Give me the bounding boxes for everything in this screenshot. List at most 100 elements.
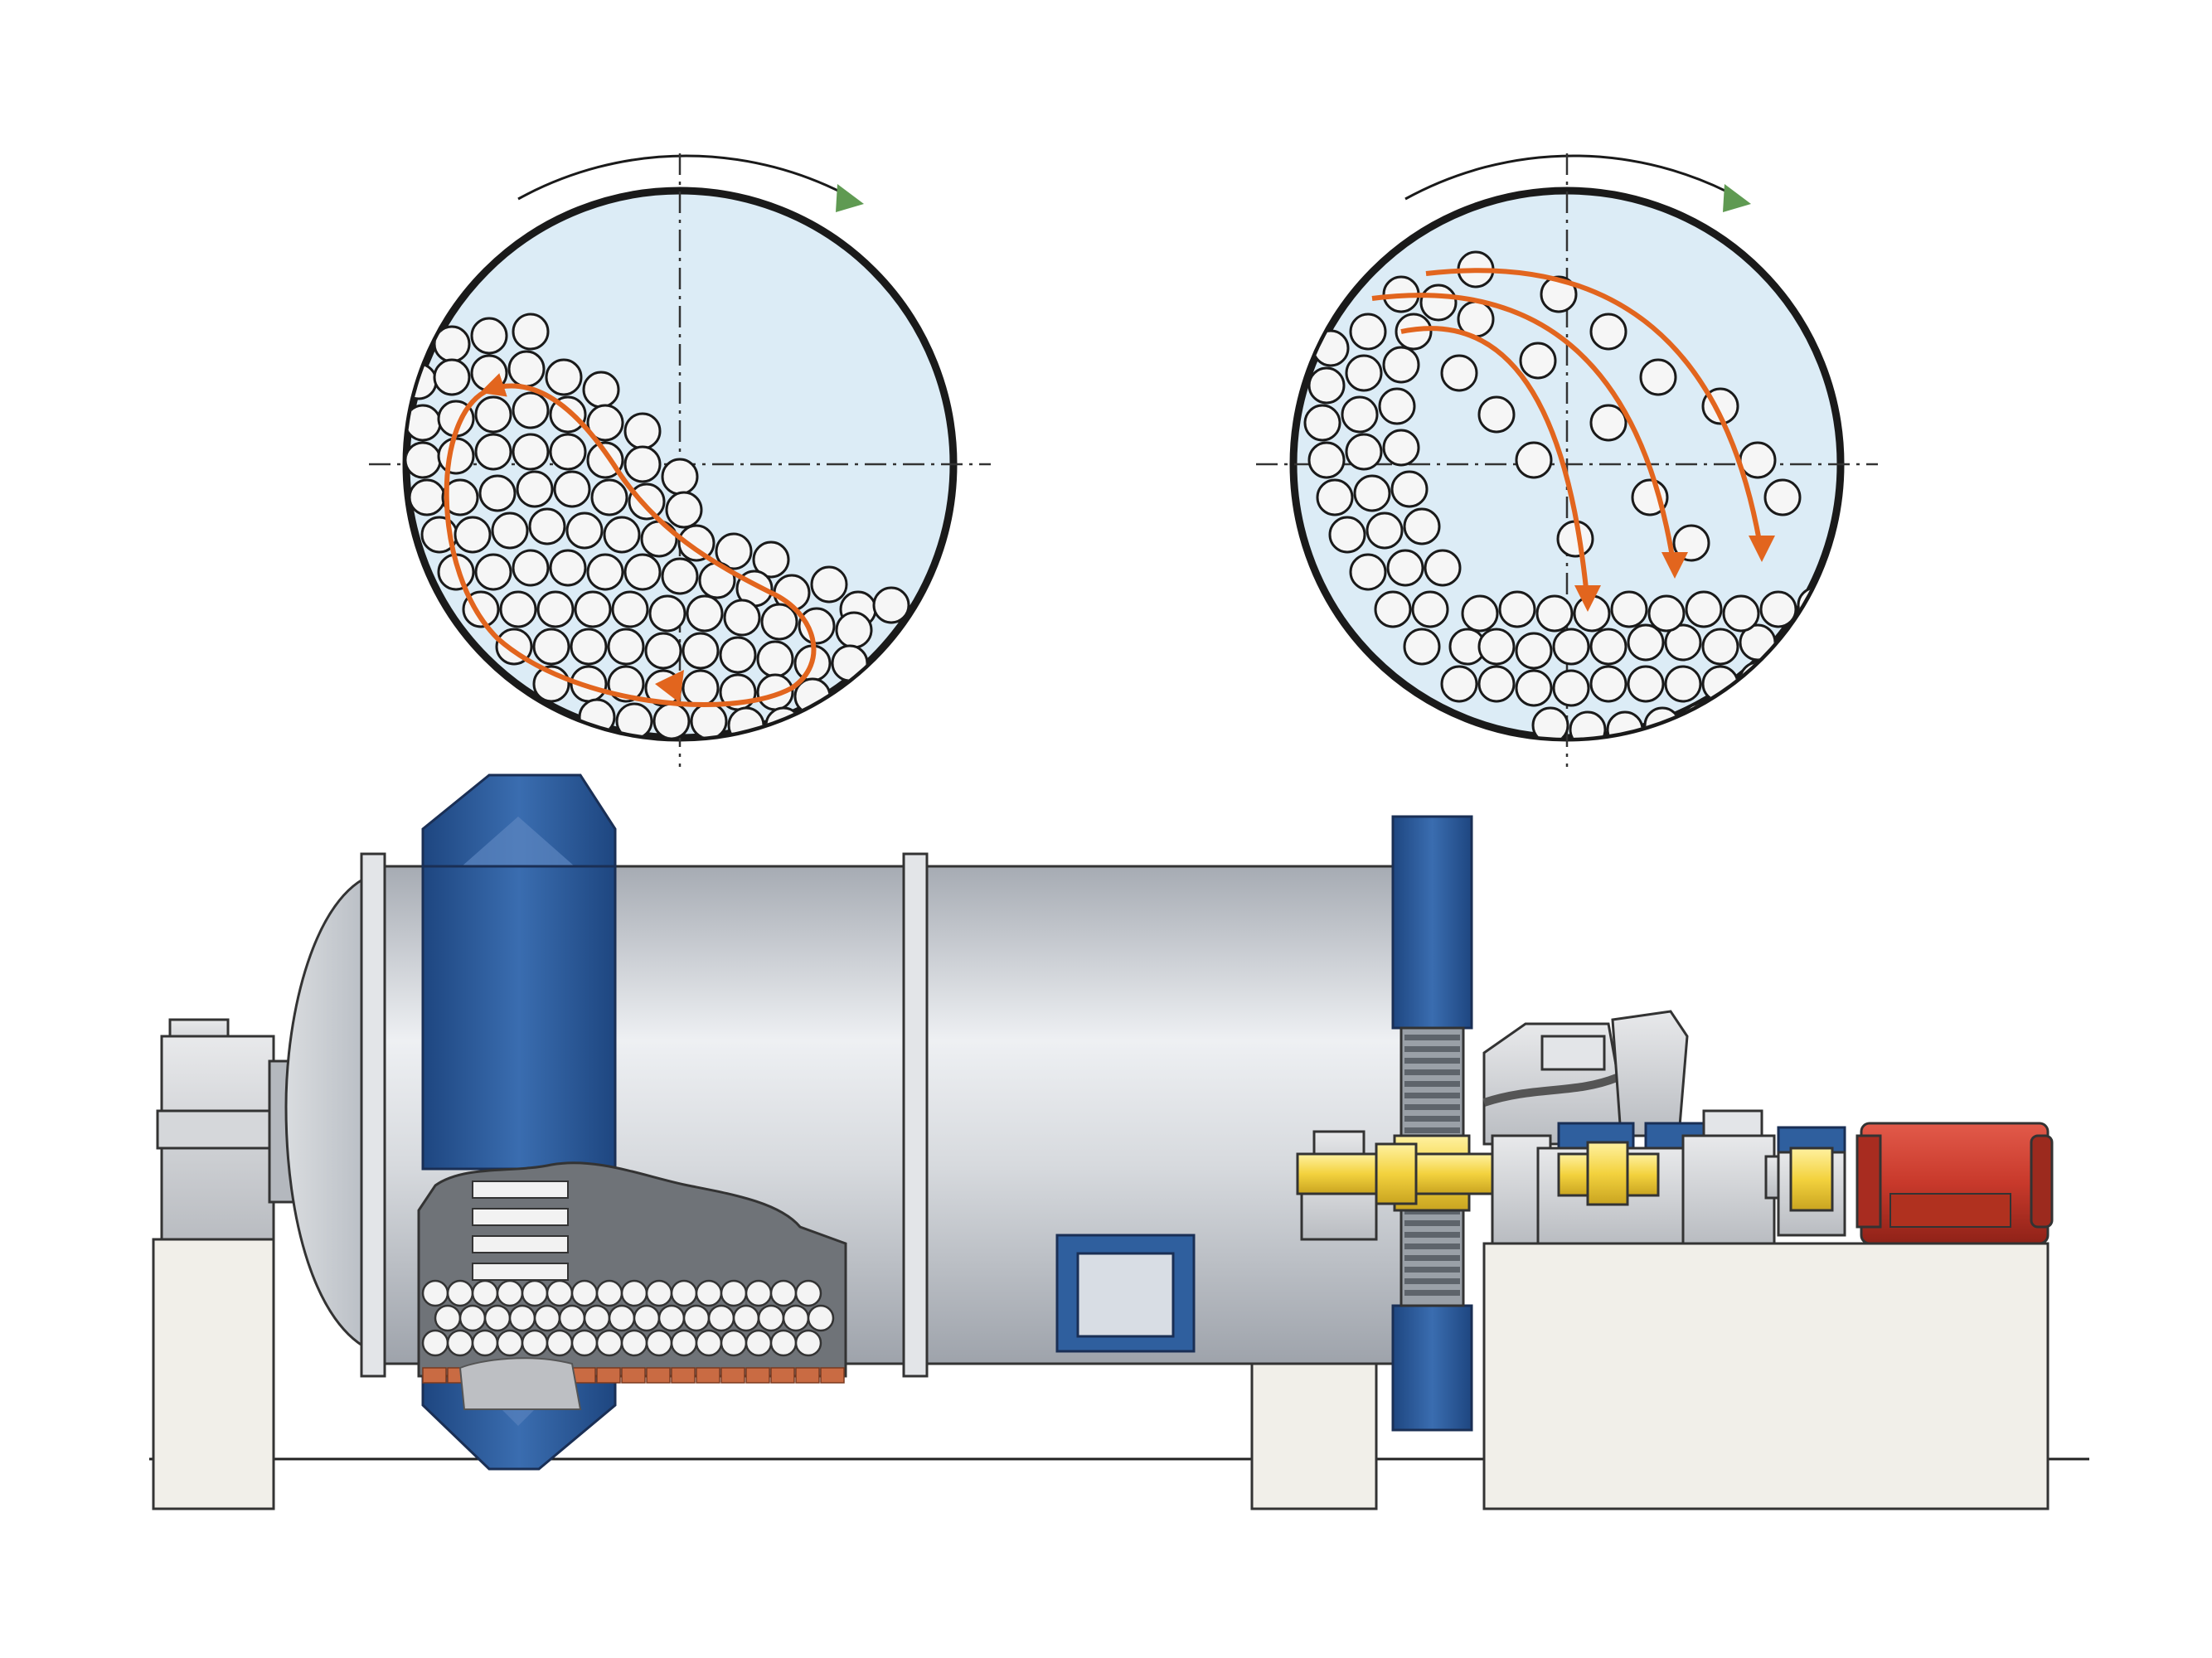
cutaway-ball [458, 1304, 487, 1332]
grinding-ball [1386, 549, 1424, 587]
grinding-ball [1515, 669, 1553, 707]
coupling-yellow [1375, 1142, 1418, 1205]
cutaway-ball [732, 1304, 760, 1332]
grinding-ball [549, 549, 587, 587]
grinding-ball [686, 594, 724, 633]
grinding-ball [1382, 429, 1420, 467]
gearbox-top [1611, 1010, 1689, 1137]
discharge-material [458, 1357, 582, 1410]
grinding-ball [1349, 553, 1387, 591]
grinding-ball [512, 433, 550, 471]
cutaway-ball [446, 1279, 474, 1307]
gear-tooth [1404, 1104, 1460, 1110]
grinding-ball [623, 445, 662, 483]
grinding-ball [682, 632, 720, 670]
left-bearing [156, 1018, 296, 1241]
grinding-ball [1345, 433, 1383, 471]
cutaway-ball [570, 1329, 599, 1357]
cutaway-ball [794, 1329, 822, 1357]
grinding-ball [586, 404, 624, 442]
ball-mill-machine [149, 773, 2089, 1510]
gear-tooth [1404, 1232, 1460, 1238]
grinding-ball [623, 553, 662, 591]
gearbox [1681, 1109, 1826, 1245]
grinding-ball [1341, 395, 1379, 434]
cutaway-ball [782, 1304, 810, 1332]
motor-coupling [1777, 1126, 1846, 1237]
grinding-ball [1552, 628, 1590, 666]
grinding-ball [516, 470, 554, 508]
grinding-ball [1403, 628, 1441, 666]
cutaway-ball [483, 1304, 512, 1332]
grinding-ball [1515, 632, 1553, 670]
rotation-arrow [517, 154, 855, 201]
grinding-ball [1531, 706, 1569, 738]
cataract-trajectory [1425, 268, 1764, 556]
grinding-ball [553, 470, 591, 508]
gear-tooth [1404, 1069, 1460, 1075]
liner-brick [646, 1367, 671, 1384]
grinding-ball [499, 590, 537, 628]
grinding-ball [1639, 358, 1677, 396]
grinding-ball [719, 636, 757, 674]
grinding-ball [1424, 549, 1462, 587]
grinding-ball [1382, 346, 1420, 384]
grinding-ball [454, 516, 492, 554]
cutaway-ball [608, 1304, 636, 1332]
grinding-ball [1722, 594, 1760, 633]
cutaway-ball [657, 1304, 686, 1332]
liner-brick [422, 1367, 447, 1384]
grinding-ball [644, 632, 682, 670]
feed-hopper [421, 773, 617, 1471]
grinding-ball [1498, 590, 1536, 628]
grinding-ball [1419, 284, 1458, 322]
grinding-ball [437, 437, 475, 475]
grinding-ball [512, 391, 550, 429]
gear-tooth [1404, 1127, 1460, 1133]
main-motor [1855, 1122, 2054, 1245]
grinding-ball [1685, 590, 1723, 628]
grinding-ball [1378, 387, 1416, 425]
gear-tooth [1404, 1278, 1460, 1284]
trajectory-arrowhead-icon [1749, 536, 1775, 562]
cascade-trajectory [444, 373, 817, 707]
grinding-ball [677, 524, 716, 562]
gear-tooth [1404, 1046, 1460, 1052]
grinding-ball [1589, 665, 1627, 703]
grinding-ball [661, 458, 699, 496]
cutaway-ball [533, 1304, 561, 1332]
grinding-ball [1477, 665, 1516, 703]
liner-brick [596, 1367, 621, 1384]
grinding-ball [1345, 354, 1383, 392]
grinding-ball [491, 511, 529, 550]
cutaway-ball [595, 1279, 623, 1307]
grinding-ball [1477, 395, 1516, 434]
cutaway-ball [670, 1329, 698, 1357]
cutaway-ball [682, 1304, 711, 1332]
grinding-ball [607, 628, 645, 666]
cutaway-ball [769, 1329, 798, 1357]
coupling-yellow [1586, 1141, 1629, 1206]
grinding-ball [532, 628, 570, 666]
grinding-ball [1461, 594, 1499, 633]
grinding-ball [810, 565, 848, 604]
cutaway-ball [558, 1304, 586, 1332]
grinding-ball [570, 628, 608, 666]
cutaway-ball [707, 1304, 735, 1332]
liner-brick [671, 1367, 696, 1384]
grinding-ball [1353, 474, 1391, 512]
grinding-ball [1307, 366, 1346, 405]
grinding-ball [1627, 623, 1665, 662]
grinding-ball [441, 478, 479, 516]
grinding-ball [1763, 478, 1802, 516]
gear-tooth [1404, 1255, 1460, 1261]
grinding-ball [1316, 478, 1354, 516]
grinding-ball [528, 507, 566, 545]
liner-brick [621, 1367, 646, 1384]
grinding-ball [623, 412, 662, 450]
cutaway-ball [446, 1329, 474, 1357]
grinding-ball [661, 557, 699, 595]
grinding-ball [1701, 628, 1739, 666]
grinding-ball [1303, 404, 1341, 442]
